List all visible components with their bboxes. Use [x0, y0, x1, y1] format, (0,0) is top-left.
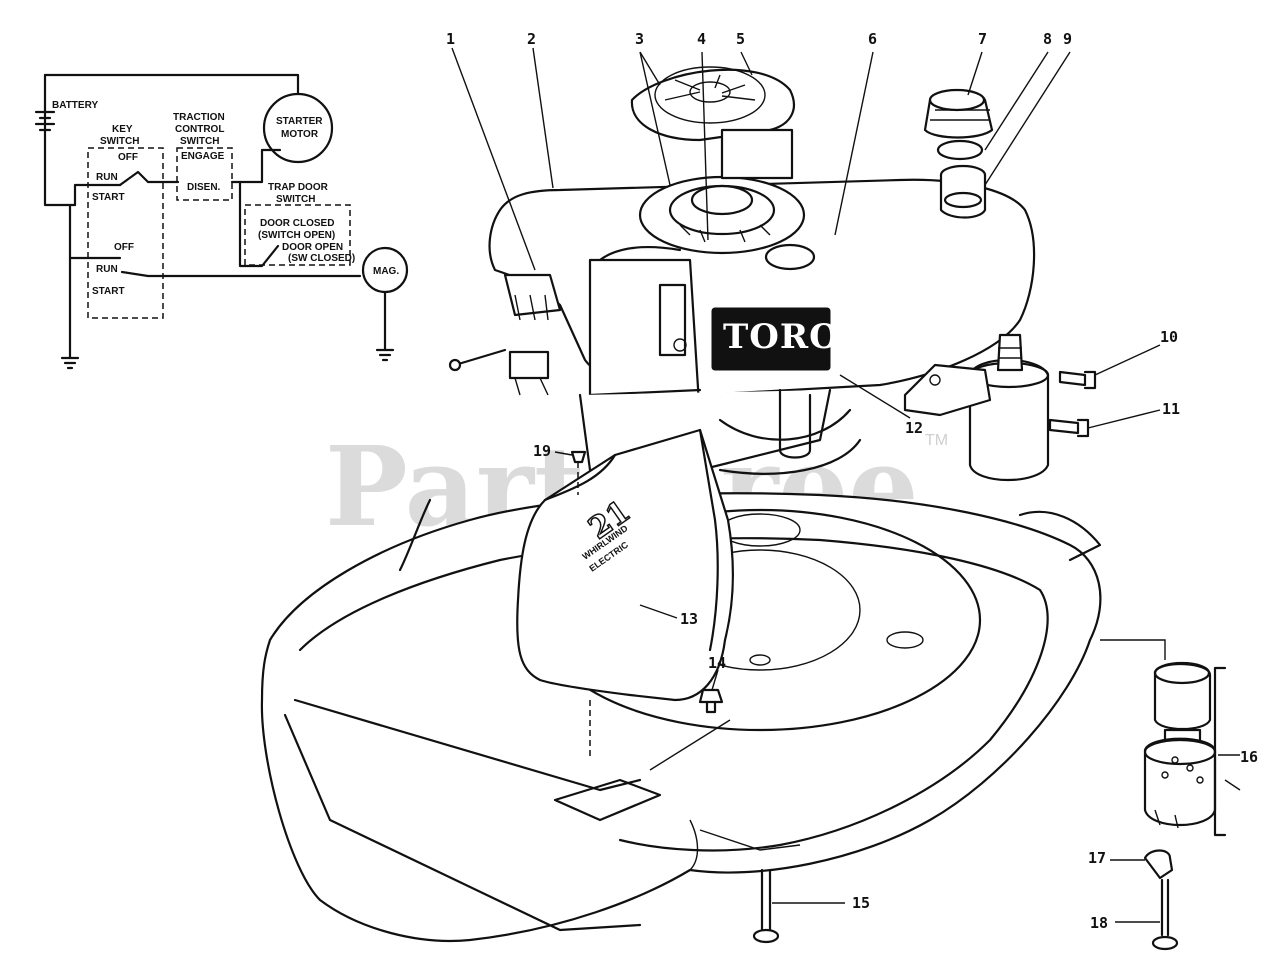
bolt-15	[752, 868, 780, 944]
fuel-cap-gasket	[936, 139, 984, 161]
blade-adapter	[1100, 639, 1241, 837]
label-key: KEY	[112, 124, 133, 135]
label-start-2: START	[92, 286, 125, 297]
brand-text: TORO	[723, 317, 840, 357]
ignition-module	[503, 273, 562, 396]
callout-6: 6	[868, 30, 877, 48]
callout-11: 11	[1162, 400, 1180, 418]
callout-3: 3	[635, 30, 644, 48]
electric-starter	[903, 333, 1050, 481]
label-control: CONTROL	[175, 124, 224, 135]
ground-symbol-left	[60, 356, 80, 370]
bolt-18	[1151, 878, 1179, 951]
label-battery: BATTERY	[52, 100, 98, 111]
label-engage: ENGAGE	[181, 151, 225, 162]
callout-2: 2	[527, 30, 536, 48]
callout-1: 1	[446, 30, 455, 48]
callout-4: 4	[697, 30, 706, 48]
mower-deck	[260, 492, 1102, 943]
label-starter-2: MOTOR	[281, 129, 319, 140]
callout-18: 18	[1090, 914, 1108, 932]
callout-8: 8	[1043, 30, 1052, 48]
callout-17: 17	[1088, 849, 1106, 867]
callout-leaders	[451, 47, 1240, 923]
starter-bracket	[903, 363, 992, 417]
bolt-11	[1048, 418, 1090, 438]
callout-15: 15	[852, 894, 870, 912]
callout-19: 19	[533, 442, 551, 460]
label-traction-switch: SWITCH	[180, 136, 219, 147]
label-switch-open: (SWITCH OPEN)	[258, 230, 335, 241]
wiring-schematic: BATTERY STARTER MOTOR KEY SWITCH OFF RUN…	[34, 73, 409, 370]
label-door-open: DOOR OPEN	[282, 242, 343, 253]
label-trap-door: TRAP DOOR	[268, 182, 329, 193]
label-start-1: START	[92, 192, 125, 203]
traction-switch-box	[176, 147, 233, 201]
engine-assembly: TORO	[488, 66, 1036, 475]
label-off-1: OFF	[118, 152, 138, 163]
washer-17	[1143, 849, 1174, 880]
callout-13: 13	[680, 610, 698, 628]
callout-16: 16	[1240, 748, 1258, 766]
knob-14	[698, 688, 724, 714]
callouts: 1 2 3 4 5 6 7 8 9 10 11 12 13 14 15 16 1…	[446, 30, 1258, 932]
callout-12: 12	[905, 419, 923, 437]
label-starter-1: STARTER	[276, 116, 323, 127]
label-traction: TRACTION	[173, 112, 225, 123]
callout-9: 9	[1063, 30, 1072, 48]
discharge-cover: 21 WHIRLWIND ELECTRIC	[516, 428, 734, 702]
label-disen: DISEN.	[187, 182, 221, 193]
fuel-cap	[923, 88, 994, 139]
bolt-10	[1058, 370, 1097, 390]
screw-19	[570, 450, 587, 495]
callout-7: 7	[978, 30, 987, 48]
starter-motor	[262, 92, 334, 164]
key-switch-box	[87, 147, 164, 319]
trap-door-switch-box	[244, 204, 351, 266]
label-door-closed: DOOR CLOSED	[260, 218, 334, 229]
label-mag: MAG.	[373, 266, 399, 277]
label-off-2: OFF	[114, 242, 134, 253]
starter-cup-cover	[630, 66, 796, 180]
battery-symbol	[34, 110, 56, 132]
label-sw-closed: (SW CLOSED)	[288, 253, 355, 264]
label-trap-switch: SWITCH	[276, 194, 315, 205]
screw-left	[448, 348, 507, 372]
watermark-tm: TM	[925, 432, 948, 449]
ground-symbol-right	[375, 348, 395, 362]
label-run-1: RUN	[96, 172, 118, 183]
callout-10: 10	[1160, 328, 1178, 346]
label-run-2: RUN	[96, 264, 118, 275]
callout-14: 14	[708, 654, 726, 672]
brand-decal: TORO	[711, 307, 840, 371]
label-switch: SWITCH	[100, 136, 139, 147]
callout-5: 5	[736, 30, 745, 48]
